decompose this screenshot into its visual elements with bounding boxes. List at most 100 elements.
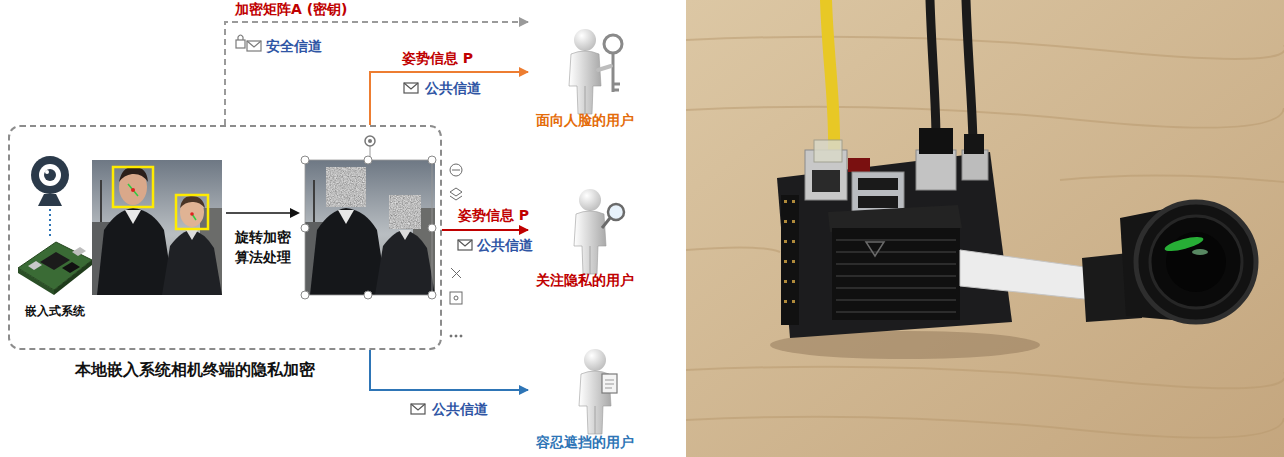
channel-label: 安全信道 (266, 38, 322, 56)
encrypted-photo-part (301, 156, 436, 299)
camera-icon-part (44, 169, 56, 181)
node-label: 关注隐私的用户 (528, 272, 642, 290)
toolbar-icons-part (450, 335, 452, 337)
hardware-photo-part-part (784, 260, 787, 263)
node-label: 旋转加密 算法处理 (228, 227, 298, 268)
envelope-icon (404, 83, 472, 414)
hardware-photo-part-part (792, 260, 795, 263)
user-key-figure-part (613, 89, 619, 92)
hardware-photo-part (858, 196, 898, 208)
hardware-photo-part (836, 240, 956, 312)
hardware-photo-part (916, 150, 956, 190)
toolbar-icons-part (455, 335, 457, 337)
process-arrow-part (290, 208, 300, 218)
user-clipboard-figure (579, 349, 617, 434)
hardware-photo-part (919, 128, 953, 154)
channel-label: 公共信道 (432, 401, 488, 419)
lock-envelope-icon-part (247, 41, 261, 51)
encrypted-photo-part (389, 195, 421, 229)
encrypted-photo-part (326, 167, 366, 207)
user-key-figure-part (613, 83, 620, 86)
camera-icon-part (45, 170, 49, 174)
hardware-photo-part (966, 0, 973, 142)
user-magnifier-figure (574, 189, 624, 274)
encrypted-photo-part-part (301, 224, 309, 232)
toolbar-icons-part (451, 268, 461, 278)
envelope-icon-part (411, 404, 425, 410)
embedded-system: 嵌入式系统 (16, 234, 94, 322)
hardware-photo-part-part (836, 299, 956, 301)
hardware-photo-part-part (836, 275, 956, 277)
hardware-photo-part-part (836, 239, 956, 241)
board-icon-part (18, 242, 92, 290)
encrypted-photo (301, 136, 436, 299)
hardware-photo-part-part (784, 240, 787, 243)
node-label: 容忍遮挡的用户 (528, 434, 642, 452)
board-icon-part (72, 247, 86, 256)
connector (442, 229, 528, 231)
user-key-figure-part (569, 29, 601, 114)
hardware-photo-part-part (836, 263, 956, 265)
encrypted-photo-part-part (428, 156, 436, 164)
lock-envelope-icon-part (247, 41, 261, 47)
user-magnifier-figure-part (602, 218, 610, 228)
hardware-photo-part (1192, 249, 1208, 255)
encrypted-photo-part-part (301, 156, 309, 164)
user-node: 关注隐私的用户 (528, 180, 642, 292)
hardware-photo-part (781, 195, 799, 325)
camera-icon (31, 156, 69, 238)
hardware-photo-part-part (836, 311, 956, 313)
encrypted-photo-part-part (364, 156, 372, 164)
input-photo-part (190, 212, 194, 216)
hardware-photo-part (960, 250, 1094, 300)
lock-envelope-icon-part (236, 40, 245, 48)
camera-icon-part (38, 194, 62, 206)
encrypted-photo-part-part (364, 291, 372, 299)
hardware-photo (686, 0, 1284, 457)
encrypted-photo-part (368, 139, 372, 143)
encrypted-photo-part-part (428, 291, 436, 299)
user-key-figure (569, 29, 622, 114)
hardware-photo-part (858, 178, 898, 190)
input-photo-part (92, 160, 222, 295)
hardware-photo-part (826, 0, 834, 150)
encrypted-photo-part (305, 160, 435, 295)
input-photo-part (131, 188, 135, 192)
edge-label: 姿势信息 P (456, 207, 531, 225)
camera-icon-part (31, 156, 69, 194)
process-arrow (226, 208, 300, 218)
edge-label: 姿势信息 P (400, 50, 475, 68)
user-key-figure-part (604, 35, 622, 53)
user-key-figure-part (598, 66, 611, 70)
lock-envelope-icon (236, 35, 261, 51)
envelope-icon-part (404, 83, 418, 89)
node-label: 面向人脸的用户 (528, 112, 642, 130)
envelope-icon-part (458, 240, 472, 246)
hardware-photo-part-part (1060, 175, 1284, 182)
toolbar-icons-part (450, 164, 462, 176)
board-icon-part (62, 262, 80, 273)
user-magnifier-figure-part (574, 189, 606, 274)
hardware-photo-part-part (792, 300, 795, 303)
toolbar-icons-part (450, 188, 462, 196)
user-magnifier-figure-part (608, 204, 624, 220)
board-icon-part (18, 268, 54, 295)
encrypted-photo-part (365, 136, 375, 146)
hardware-photo-part (812, 170, 840, 192)
lock-envelope-icon-part (238, 35, 243, 40)
hardware-photo-part (1150, 216, 1242, 308)
hardware-photo-part-part (784, 300, 787, 303)
input-photo-part (176, 195, 208, 229)
hardware-photo-part (784, 200, 795, 303)
encrypted-photo-part (305, 160, 432, 295)
dashed-system-box: 本地嵌入系统相机终端的隐私加密嵌入式系统旋转加密 算法处理 (8, 125, 442, 350)
hardware-photo-part-part (792, 240, 795, 243)
hardware-photo-part-part (792, 280, 795, 283)
section-title: 本地嵌入系统相机终端的隐私加密 (75, 360, 315, 381)
hardware-photo-part-part (836, 287, 956, 289)
hardware-photo-part-part (836, 251, 956, 253)
